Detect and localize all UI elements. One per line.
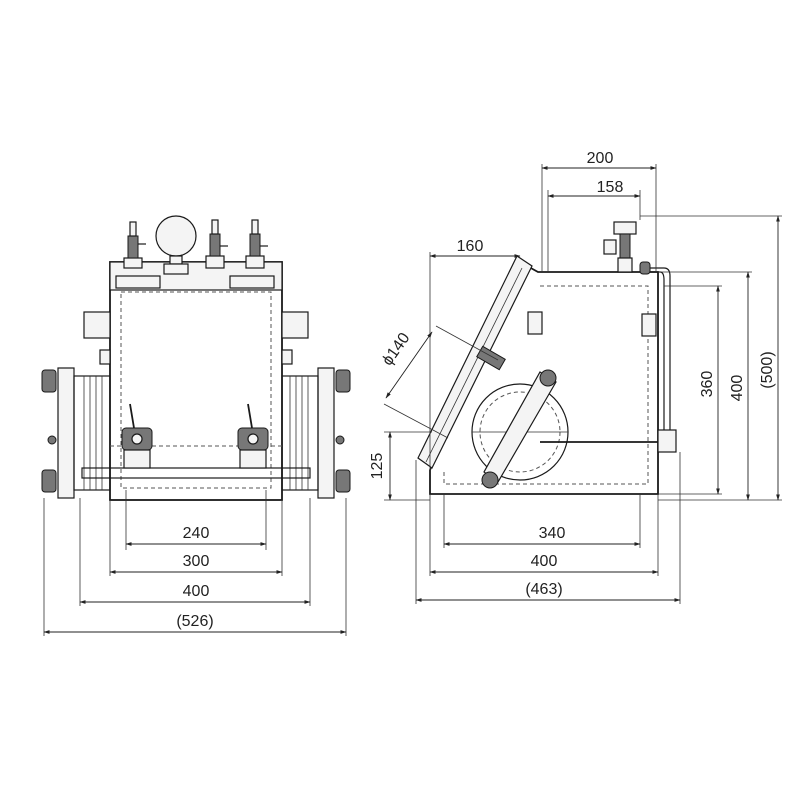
- dim-line-diameter: [385, 331, 433, 399]
- dim-label-526: (526): [176, 613, 213, 630]
- front-left-plate: [57, 367, 75, 499]
- dim-label-400-depth: 400: [531, 553, 558, 570]
- dim-label-500: (500): [759, 351, 776, 388]
- side-bracket-1: [527, 311, 543, 335]
- dim-label-463: (463): [525, 581, 562, 598]
- side-dimensions: 200 158 160 ϕ140 125 360 400 (500): [369, 150, 782, 604]
- side-inner-dashed: [443, 285, 649, 485]
- front-pin-right: [335, 435, 345, 445]
- dim-label-300: 300: [183, 553, 210, 570]
- front-top-latch-right: [229, 275, 275, 289]
- side-clamp-bar: [483, 371, 557, 483]
- front-knob-left-top: [41, 369, 57, 393]
- front-clamp-left: [121, 403, 153, 469]
- front-right-plate: [317, 367, 335, 499]
- side-bracket-2: [641, 313, 657, 337]
- dim-label-125: 125: [369, 453, 386, 480]
- dim-label-240: 240: [183, 525, 210, 542]
- front-tab-right: [281, 349, 293, 365]
- front-valve-2: [205, 219, 228, 269]
- dim-label-360: 360: [699, 371, 716, 398]
- front-port-right: [281, 311, 309, 339]
- side-clamp-knob-top: [539, 369, 557, 387]
- front-top-latch-left: [115, 275, 161, 289]
- front-valve-1: [123, 221, 146, 269]
- dim-label-400-front: 400: [183, 583, 210, 600]
- front-pin-left: [47, 435, 57, 445]
- dim-label-diameter: ϕ140: [379, 330, 413, 369]
- side-clamp-knob-bottom: [481, 471, 499, 489]
- dim-label-200: 200: [587, 150, 614, 167]
- side-view: [417, 221, 677, 495]
- front-pressure-gauge: [155, 215, 197, 275]
- dim-label-158: 158: [597, 179, 624, 196]
- front-left-frame: [73, 375, 111, 491]
- side-top-valve: [603, 221, 637, 273]
- front-knob-right-top: [335, 369, 351, 393]
- dim-label-340: 340: [539, 525, 566, 542]
- front-knob-right-bottom: [335, 469, 351, 493]
- front-bottom-rail: [81, 467, 311, 479]
- front-valve-3: [245, 219, 268, 269]
- side-tube: [640, 267, 671, 430]
- front-right-frame: [281, 375, 319, 491]
- side-rod-block: [657, 429, 677, 453]
- front-clamp-right: [237, 403, 269, 469]
- dim-label-400-height: 400: [729, 375, 746, 402]
- front-tab-left: [99, 349, 111, 365]
- front-view: [41, 215, 351, 501]
- front-dimensions: 240 300 400 (526): [43, 490, 347, 636]
- front-box-inner-dashed: [120, 291, 272, 489]
- front-port-left: [83, 311, 111, 339]
- dim-label-160: 160: [457, 238, 484, 255]
- front-knob-left-bottom: [41, 469, 57, 493]
- side-window-frame: [417, 255, 533, 469]
